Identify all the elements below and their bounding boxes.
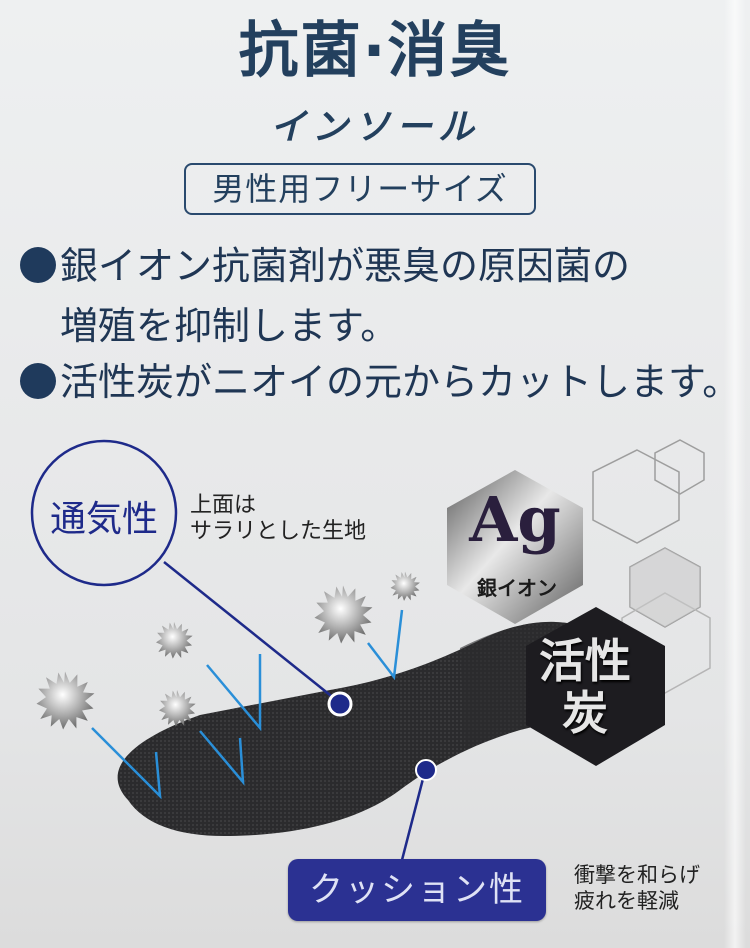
absorption-arrows [91,609,404,800]
feature-text-line1: 活性炭がニオイの元からカットします。 [60,360,741,404]
note-line2: 疲れを軽減 [574,889,679,913]
silver-ion-label: 銀イオン [477,576,557,600]
breathability-note: 上面は サラリとした生地 [190,493,366,545]
feature-activated-carbon: 活性炭がニオイの元からカットします。 [20,352,740,412]
carbon-line1: 活性 [539,634,631,688]
silver-ion-symbol: Ag [469,483,561,556]
silver-ion-hexagon-icon [447,470,583,624]
callout-dot-icon [327,691,353,717]
activated-carbon-hexagon-icon [526,607,665,766]
note-line1: 上面は [190,493,257,518]
bacteria-icon [390,571,420,601]
note-line2: サラリとした生地 [190,519,367,544]
bacteria-icon [156,622,193,659]
note-line1: 衝撃を和らげ [574,863,700,887]
breathability-callout-circle [30,439,178,587]
callout-dot-icon [415,759,437,781]
cushion-badge: クッション性 [288,859,546,921]
product-title: 抗菌·消臭 [238,16,512,86]
bullet-icon [20,363,56,399]
bullet-icon [20,247,56,283]
feature-silver-ion: 銀イオン抗菌剤が悪臭の原因菌の 増殖を抑制します。 [20,236,630,356]
size-badge: 男性用フリーサイズ [184,163,536,215]
packaging-gloss [724,0,746,948]
bacteria-icon [314,585,373,644]
feature-text-line1: 銀イオン抗菌剤が悪臭の原因菌の [60,244,631,288]
product-subtitle: インソール [269,107,480,148]
activated-carbon-label: 活性 炭 [530,635,640,739]
bacteria-icon [36,671,95,730]
cushion-note: 衝撃を和らげ 疲れを軽減 [574,862,700,914]
carbon-line2: 炭 [562,686,608,740]
feature-text-line2: 増殖を抑制します。 [60,304,399,348]
breathability-label: 通気性 [49,499,158,540]
